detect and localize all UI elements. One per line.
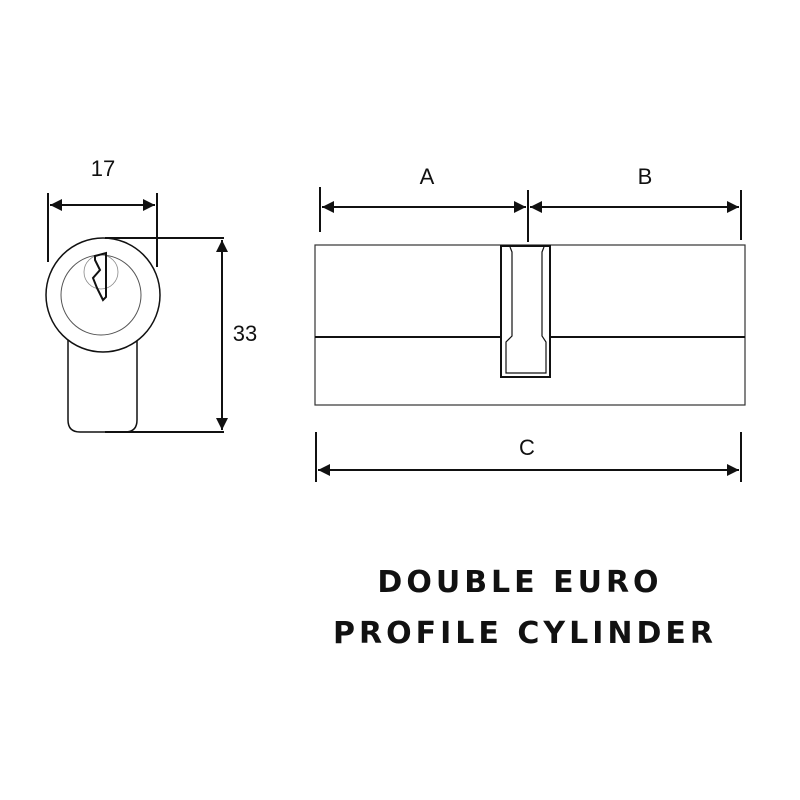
keyway-icon bbox=[91, 251, 107, 302]
cylinder-stem bbox=[67, 340, 138, 433]
cylinder-face-outer bbox=[45, 237, 161, 353]
height-label: 33 bbox=[233, 321, 257, 346]
side-view bbox=[45, 193, 228, 433]
b-label: B bbox=[638, 164, 653, 189]
title-line-2: PROFILE CYLINDER bbox=[333, 616, 717, 651]
title-line-1: DOUBLE EURO bbox=[377, 565, 662, 600]
cam-slot bbox=[500, 245, 551, 378]
front-view bbox=[314, 187, 746, 482]
c-label: C bbox=[519, 435, 535, 460]
cam bbox=[505, 246, 547, 374]
width-label: 17 bbox=[91, 156, 115, 181]
a-label: A bbox=[420, 164, 435, 189]
